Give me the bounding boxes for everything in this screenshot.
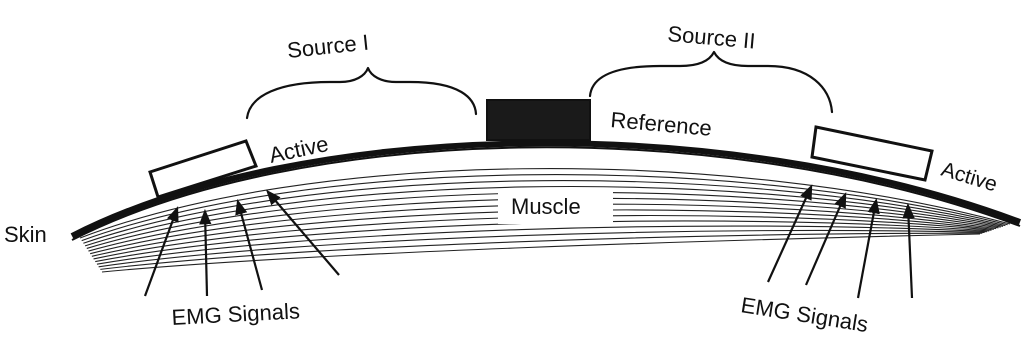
muscle-fiber-line	[100, 233, 982, 269]
source-1-label: Source I	[286, 30, 370, 63]
reference-electrode	[487, 100, 590, 140]
source-2-label: Source II	[667, 21, 757, 54]
emg-arrows-left	[145, 192, 339, 296]
emg-signals-left-label: EMG Signals	[171, 298, 301, 330]
active-right-label: Active	[939, 158, 1000, 197]
muscle-fiber-line	[99, 230, 985, 266]
source-1-brace	[247, 68, 476, 118]
muscle-fiber-line	[102, 234, 980, 272]
source-2-brace	[590, 52, 832, 112]
muscle-label: Muscle	[511, 194, 581, 219]
skin-label: Skin	[4, 222, 47, 247]
reference-label: Reference	[610, 107, 713, 141]
emg-signals-right-label: EMG Signals	[739, 292, 870, 337]
